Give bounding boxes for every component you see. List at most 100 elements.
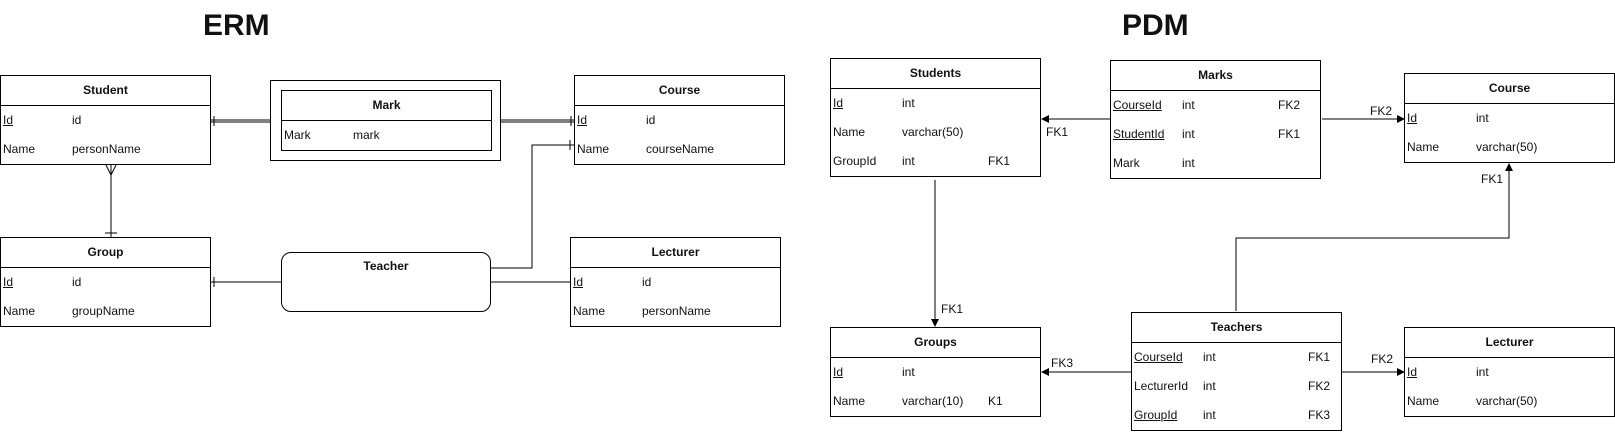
table-title: Students <box>831 59 1040 89</box>
table-title: Teachers <box>1132 313 1341 343</box>
attribute-name: Name <box>3 142 36 156</box>
column-type: varchar(50) <box>902 125 964 139</box>
edge-label-teachers-lecturer: FK2 <box>1371 352 1394 366</box>
column-name: Id <box>1407 365 1418 379</box>
attribute-row: Name groupName <box>1 297 210 326</box>
erm-mark-entity: Mark Mark mark <box>281 90 492 151</box>
table-title: Course <box>1405 74 1614 104</box>
column-key: FK2 <box>1278 98 1301 112</box>
erm-group-entity[interactable]: Group Id id Name groupName <box>0 237 211 327</box>
edge-label-teachers-groups: FK3 <box>1051 356 1074 370</box>
column-type: int <box>902 96 915 110</box>
entity-title: Student <box>1 76 210 106</box>
entity-title: Group <box>1 238 210 268</box>
attribute-type: courseName <box>646 142 715 156</box>
column-row: Id int <box>831 358 1040 387</box>
attribute-type: personName <box>642 304 711 318</box>
column-type: varchar(50) <box>1476 394 1538 408</box>
column-name: StudentId <box>1113 127 1165 141</box>
column-row: CourseId int FK2 <box>1111 91 1320 120</box>
erm-course-entity[interactable]: Course Id id Name courseName <box>574 75 785 165</box>
column-name: Name <box>833 394 866 408</box>
erm-title: ERM <box>203 9 270 42</box>
column-type: int <box>902 365 915 379</box>
erm-mark-weak-entity[interactable]: Mark Mark mark <box>270 80 501 161</box>
attribute-name: Id <box>573 275 584 289</box>
erm-student-entity[interactable]: Student Id id Name personName <box>0 75 211 165</box>
attribute-name: Mark <box>284 128 311 142</box>
attribute-row: Id id <box>1 268 210 297</box>
entity-title: Course <box>575 76 784 106</box>
column-row: Name varchar(50) <box>1405 133 1614 162</box>
column-type: int <box>902 154 915 168</box>
column-type: int <box>1203 408 1216 422</box>
column-name: Id <box>833 96 844 110</box>
column-type: varchar(50) <box>1476 140 1538 154</box>
attribute-type: personName <box>72 142 141 156</box>
pdm-groups-table[interactable]: Groups Id int Name varchar(10) K1 <box>830 327 1041 417</box>
attribute-row: Id id <box>575 106 784 135</box>
edge-label-marks-students: FK1 <box>1046 125 1069 139</box>
column-name: CourseId <box>1113 98 1162 112</box>
column-row: Id int <box>1405 104 1614 133</box>
pdm-lecturer-table[interactable]: Lecturer Id int Name varchar(50) <box>1404 327 1615 417</box>
edge-label-teachers-course: FK1 <box>1481 172 1504 186</box>
column-row: Name varchar(10) K1 <box>831 387 1040 416</box>
column-row: Name varchar(50) <box>831 118 1040 147</box>
column-name: Name <box>1407 394 1440 408</box>
column-name: Id <box>833 365 844 379</box>
column-name: GroupId <box>833 154 877 168</box>
column-name: CourseId <box>1134 350 1183 364</box>
attribute-row: Name personName <box>1 135 210 164</box>
table-title: Lecturer <box>1405 328 1614 358</box>
attribute-row: Mark mark <box>282 121 491 150</box>
entity-title: Mark <box>282 91 491 121</box>
column-name: Name <box>833 125 866 139</box>
column-key: FK1 <box>1308 350 1331 364</box>
pdm-teachers-table[interactable]: Teachers CourseId int FK1 LecturerId int… <box>1131 312 1342 431</box>
column-type: varchar(10) <box>902 394 964 408</box>
column-name: Mark <box>1113 156 1140 170</box>
attribute-type: id <box>646 113 656 127</box>
attribute-row: Id id <box>1 106 210 135</box>
edge-teachers-course <box>1235 163 1513 311</box>
column-key: K1 <box>988 394 1003 408</box>
pdm-students-table[interactable]: Students Id int Name varchar(50) GroupId… <box>830 58 1041 177</box>
column-name: GroupId <box>1134 408 1178 422</box>
edge-label-students-groups: FK1 <box>941 302 964 316</box>
attribute-row: Name personName <box>571 297 780 326</box>
attribute-name: Id <box>3 275 14 289</box>
column-key: FK3 <box>1308 408 1331 422</box>
attribute-type: id <box>642 275 652 289</box>
column-key: FK1 <box>988 154 1011 168</box>
column-type: int <box>1476 365 1489 379</box>
column-key: FK2 <box>1308 379 1331 393</box>
column-type: int <box>1182 98 1195 112</box>
column-type: int <box>1182 156 1195 170</box>
erm-teacher-relationship[interactable]: Teacher <box>281 252 491 312</box>
pdm-title: PDM <box>1122 9 1189 42</box>
attribute-name: Id <box>3 113 14 127</box>
pdm-course-table[interactable]: Course Id int Name varchar(50) <box>1404 73 1615 163</box>
column-type: int <box>1203 350 1216 364</box>
attribute-type: id <box>72 275 82 289</box>
column-row: CourseId int FK1 <box>1132 343 1341 372</box>
column-row: Mark int <box>1111 149 1320 178</box>
attribute-type: groupName <box>72 304 135 318</box>
column-type: int <box>1203 379 1216 393</box>
column-row: GroupId int FK3 <box>1132 401 1341 430</box>
entity-title: Lecturer <box>571 238 780 268</box>
table-title: Groups <box>831 328 1040 358</box>
attribute-name: Id <box>577 113 588 127</box>
column-row: LecturerId int FK2 <box>1132 372 1341 401</box>
column-row: Name varchar(50) <box>1405 387 1614 416</box>
attribute-row: Id id <box>571 268 780 297</box>
erm-lecturer-entity[interactable]: Lecturer Id id Name personName <box>570 237 781 327</box>
edge-teacher-course <box>490 144 574 269</box>
column-key: FK1 <box>1278 127 1301 141</box>
column-row: GroupId int FK1 <box>831 147 1040 176</box>
edge-label-marks-course: FK2 <box>1370 104 1393 118</box>
pdm-marks-table[interactable]: Marks CourseId int FK2 StudentId int FK1… <box>1110 60 1321 179</box>
attribute-row: Name courseName <box>575 135 784 164</box>
